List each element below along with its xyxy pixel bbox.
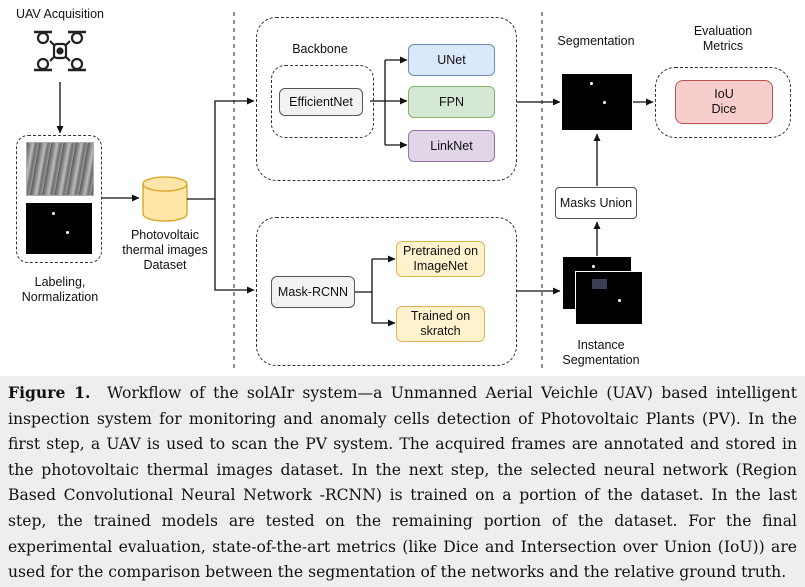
efficientnet-box: EfficientNet — [279, 88, 363, 116]
uav-acquisition-label: UAV Acquisition — [15, 7, 104, 21]
evaluation-group — [655, 67, 791, 138]
thermal-frame-image — [26, 142, 94, 196]
figure-number: Figure 1. — [8, 383, 91, 402]
seg-dot — [590, 82, 593, 85]
evaluation-label: Evaluation Metrics — [693, 24, 753, 53]
fpn-box: FPN — [408, 86, 495, 118]
connector-arrow — [187, 97, 255, 200]
caption-paragraph: Figure 1. Workflow of the solAIr system—… — [8, 380, 797, 586]
maskrcnn-box: Mask-RCNN — [271, 276, 355, 308]
instance-dot — [618, 299, 621, 302]
metrics-box: IoU Dice — [675, 80, 773, 124]
mask-dot — [52, 212, 55, 215]
segmentation-image — [562, 74, 632, 130]
instance-image-front — [575, 271, 642, 324]
linknet-box: LinkNet — [408, 130, 495, 162]
backbone-inner-group — [271, 65, 374, 138]
connector-arrow — [214, 199, 255, 294]
drone-icon — [34, 30, 86, 72]
caption-text: Workflow of the solAIr system—a Unmanned… — [8, 384, 797, 582]
workflow-diagram: UAV Acquisition Labeling, Normalization … — [15, 7, 791, 372]
pretrained-box: Pretrained on ImageNet — [396, 241, 485, 277]
unet-box: UNet — [408, 44, 495, 76]
seg-dot — [603, 101, 606, 104]
instance-patch — [592, 279, 607, 289]
backbone-group — [256, 17, 517, 181]
labeling-group — [16, 135, 102, 263]
instance-dot — [592, 265, 595, 268]
mask-image — [26, 203, 92, 254]
segmentation-label: Segmentation — [557, 34, 635, 48]
dataset-cylinder-icon — [142, 176, 188, 222]
labeling-label: Labeling, Normalization — [21, 275, 99, 304]
instance-segmentation-label: Instance Segmentation — [562, 338, 640, 367]
mask-dot — [66, 231, 69, 234]
masks-union-box: Masks Union — [555, 187, 637, 219]
figure-caption: Figure 1. Workflow of the solAIr system—… — [0, 376, 805, 587]
dataset-label: Photovoltaic thermal images Dataset — [122, 228, 208, 272]
connector-layer — [34, 12, 654, 372]
maskrcnn-group — [256, 217, 517, 366]
trained-box: Trained on skratch — [396, 306, 485, 342]
backbone-label: Backbone — [292, 42, 348, 56]
